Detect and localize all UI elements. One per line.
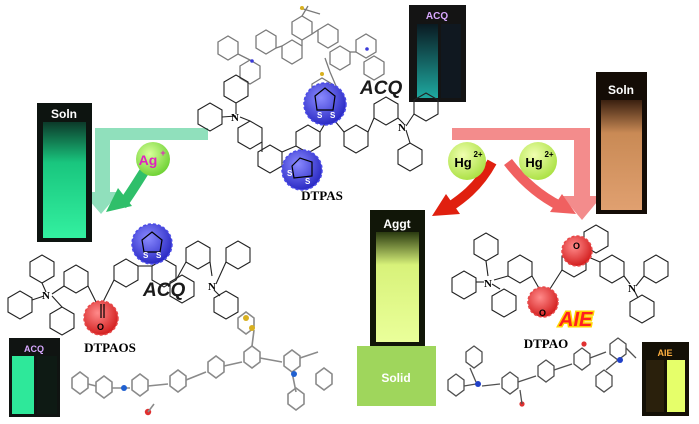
- vial-soln-left: Soln: [37, 103, 92, 242]
- hg-symbol-right: Hg: [525, 155, 542, 170]
- atom-o-dtpao-top: O: [573, 241, 580, 251]
- hg-symbol-left: Hg: [454, 155, 471, 170]
- vial-aie-bottom: AIE: [642, 342, 689, 416]
- atom-n-dtpaos-right: N: [208, 281, 216, 293]
- vial-acq-top: ACQ: [409, 5, 466, 102]
- aie-tag-glow: AIE: [558, 309, 593, 331]
- atom-s-3a: S: [143, 251, 149, 260]
- ag-symbol: Ag: [139, 152, 158, 168]
- acq-tag-bottom: ACQ: [142, 280, 185, 301]
- atom-o-dtpao-bottom: O: [539, 308, 546, 318]
- dithiolane-sphere-1: S S: [303, 82, 347, 126]
- dtpaos-label: DTPAOS: [84, 340, 136, 355]
- atom-s-3b: S: [156, 251, 162, 260]
- dtpaos-structure: [7, 240, 251, 336]
- atom-o-dtpaos: O: [97, 322, 104, 332]
- vial-label-soln-right: Soln: [608, 83, 634, 97]
- solid-label: Solid: [381, 371, 410, 385]
- ag-charge: +: [160, 148, 165, 158]
- carbonyl-sphere-dtpaos: O: [83, 300, 119, 336]
- vial-label-acq-top: ACQ: [426, 11, 448, 22]
- atom-s-2b: S: [305, 177, 311, 186]
- atom-n-dtpao-left: N: [484, 278, 492, 290]
- vial-aggt: Aggt: [370, 210, 425, 346]
- atom-s-1a: S: [317, 111, 323, 120]
- vial-label-acq-bottom: ACQ: [24, 344, 44, 354]
- hg-charge-right: 2+: [544, 150, 553, 159]
- atom-n-dtpao-right: N: [628, 283, 636, 295]
- vial-label-aggt: Aggt: [383, 217, 410, 231]
- acq-tag-top: ACQ: [359, 78, 402, 99]
- aie-tag: AIE AIE: [557, 308, 595, 333]
- carbonyl-sphere-dtpao-bottom: O: [527, 286, 559, 318]
- dtpao-label: DTPAO: [524, 336, 569, 351]
- hg-charge-left: 2+: [473, 150, 482, 159]
- atom-s-2a: S: [287, 169, 293, 178]
- dtpao-crystal-structure: [447, 337, 637, 407]
- atom-n-dtpaos-left: N: [42, 290, 50, 302]
- dtpaos-crystal-structure: [71, 311, 333, 416]
- vial-soln-right: Soln: [596, 72, 647, 214]
- vial-acq-bottom: ACQ: [9, 338, 60, 417]
- dithiolane-sphere-2: S S: [281, 149, 323, 191]
- atom-s-1b: S: [330, 111, 336, 120]
- atom-n-dtpas-left: N: [231, 112, 239, 124]
- atom-n-dtpas-right: N: [398, 122, 406, 134]
- vial-label-soln-left: Soln: [51, 107, 77, 121]
- hg-ion-badge-right: Hg 2+: [519, 142, 557, 180]
- hg-ion-badge-left: Hg 2+: [448, 142, 486, 180]
- aie-tag-text: AIE: [558, 309, 593, 331]
- dithiolane-sphere-3: S S: [131, 223, 173, 265]
- solid-sample: Solid: [357, 346, 436, 406]
- carbonyl-sphere-dtpao-top: O: [561, 235, 593, 267]
- hg-reaction-arrow: [432, 128, 602, 220]
- dtpas-label: DTPAS: [301, 188, 343, 203]
- vial-label-aie-bottom: AIE: [657, 348, 672, 358]
- ag-ion-badge: Ag +: [136, 142, 170, 176]
